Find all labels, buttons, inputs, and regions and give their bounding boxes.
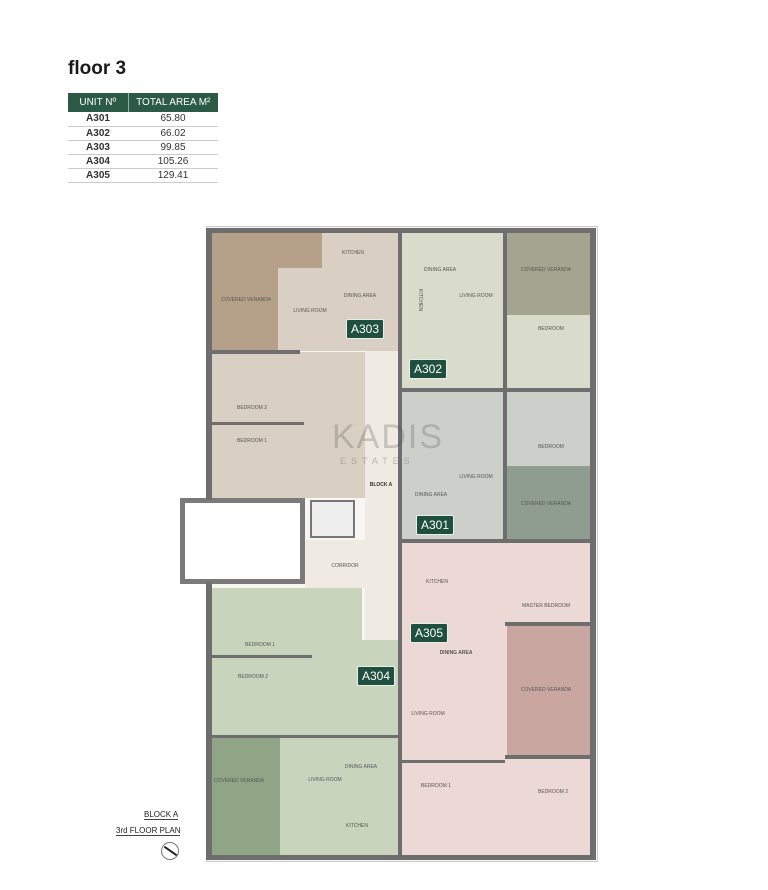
room-label: KITCHEN [342, 250, 364, 256]
unit-tag-a301: A301 [416, 515, 455, 535]
room-label: LIVING ROOM [411, 711, 445, 717]
compass-icon [161, 842, 179, 860]
floor-title: floor 3 [68, 58, 127, 79]
room-label: COVERED VERANDA [520, 501, 572, 507]
unit-cell: A303 [68, 140, 128, 155]
room-label: LIVING ROOM [459, 474, 493, 480]
wall [212, 350, 300, 354]
wall [398, 233, 402, 855]
wall [503, 233, 507, 540]
a303-veranda [212, 233, 278, 352]
caption-block: BLOCK A [144, 810, 179, 820]
room-label: BEDROOM 1 [244, 642, 276, 648]
unit-a303-area [212, 352, 365, 498]
unit-cell: A304 [68, 154, 128, 169]
watermark-sub: ESTATES [340, 456, 415, 466]
wall [505, 622, 590, 626]
wall [206, 582, 212, 860]
a302-veranda [505, 233, 590, 315]
wall [400, 388, 590, 392]
unit-cell: A302 [68, 126, 128, 141]
room-label: BEDROOM 2 [236, 405, 268, 411]
room-label: KITCHEN [417, 289, 423, 311]
unit-a304-area [280, 735, 400, 855]
room-label: BEDROOM 1 [236, 438, 268, 444]
room-label: CORRIDOR [331, 563, 359, 569]
room-label: DINING AREA [344, 764, 378, 770]
room-label: BEDROOM [538, 444, 564, 450]
header-area: TOTAL AREA M² [128, 93, 218, 112]
wall [206, 228, 596, 233]
a304-veranda [212, 737, 280, 855]
room-label: LIVING ROOM [308, 777, 342, 783]
room-label: COVERED VERANDA [520, 267, 572, 273]
room-label: BEDROOM [538, 326, 564, 332]
header-unit: UNIT Nº [68, 93, 129, 112]
room-label: DINING AREA [423, 267, 457, 273]
room-label: KITCHEN [426, 579, 448, 585]
unit-a304-area [362, 640, 400, 740]
room-label: BEDROOM 1 [420, 783, 452, 789]
room-label: BEDROOM 2 [537, 789, 569, 795]
room-label: LIVING ROOM [293, 308, 327, 314]
wall [206, 228, 212, 500]
wall [212, 735, 400, 738]
room-label: BEDROOM 2 [237, 674, 269, 680]
elevator [310, 500, 355, 538]
room-label: MASTER BEDROOM [521, 603, 571, 609]
unit-tag-a303: A303 [346, 319, 385, 339]
area-cell: 65.80 [128, 112, 218, 127]
wall [505, 755, 590, 759]
room-label: LIVING ROOM [459, 293, 493, 299]
a305-veranda [507, 625, 590, 755]
room-label: COVERED VERANDA [520, 687, 572, 693]
watermark-logo: KADIS [332, 418, 445, 456]
unit-tag-a305: A305 [410, 623, 449, 643]
room-label: COVERED VERANDA [220, 297, 272, 303]
stairwell [180, 498, 305, 584]
unit-cell: A301 [68, 112, 128, 127]
room-label: DINING AREA [343, 293, 377, 299]
room-label: BLOCK A [369, 482, 393, 488]
a301-veranda [505, 466, 590, 540]
area-cell: 66.02 [128, 126, 218, 141]
room-label: COVERED VERANDA [213, 778, 265, 784]
unit-cell: A305 [68, 168, 128, 183]
wall [212, 655, 312, 658]
a303-veranda [278, 233, 322, 268]
unit-tag-a302: A302 [409, 359, 448, 379]
wall [206, 855, 596, 860]
corridor-area [305, 540, 400, 588]
room-label: DINING AREA [439, 650, 473, 656]
area-cell: 99.85 [128, 140, 218, 155]
area-cell: 105.26 [128, 154, 218, 169]
wall [400, 539, 590, 543]
unit-a304-area [212, 588, 362, 738]
unit-tag-a304: A304 [357, 666, 396, 686]
room-label: KITCHEN [346, 823, 368, 829]
wall [590, 228, 596, 860]
area-cell: 129.41 [128, 168, 218, 183]
wall [212, 422, 304, 425]
wall [400, 760, 505, 763]
caption-plan: 3rd FLOOR PLAN [116, 826, 181, 836]
room-label: DINING AREA [414, 492, 448, 498]
